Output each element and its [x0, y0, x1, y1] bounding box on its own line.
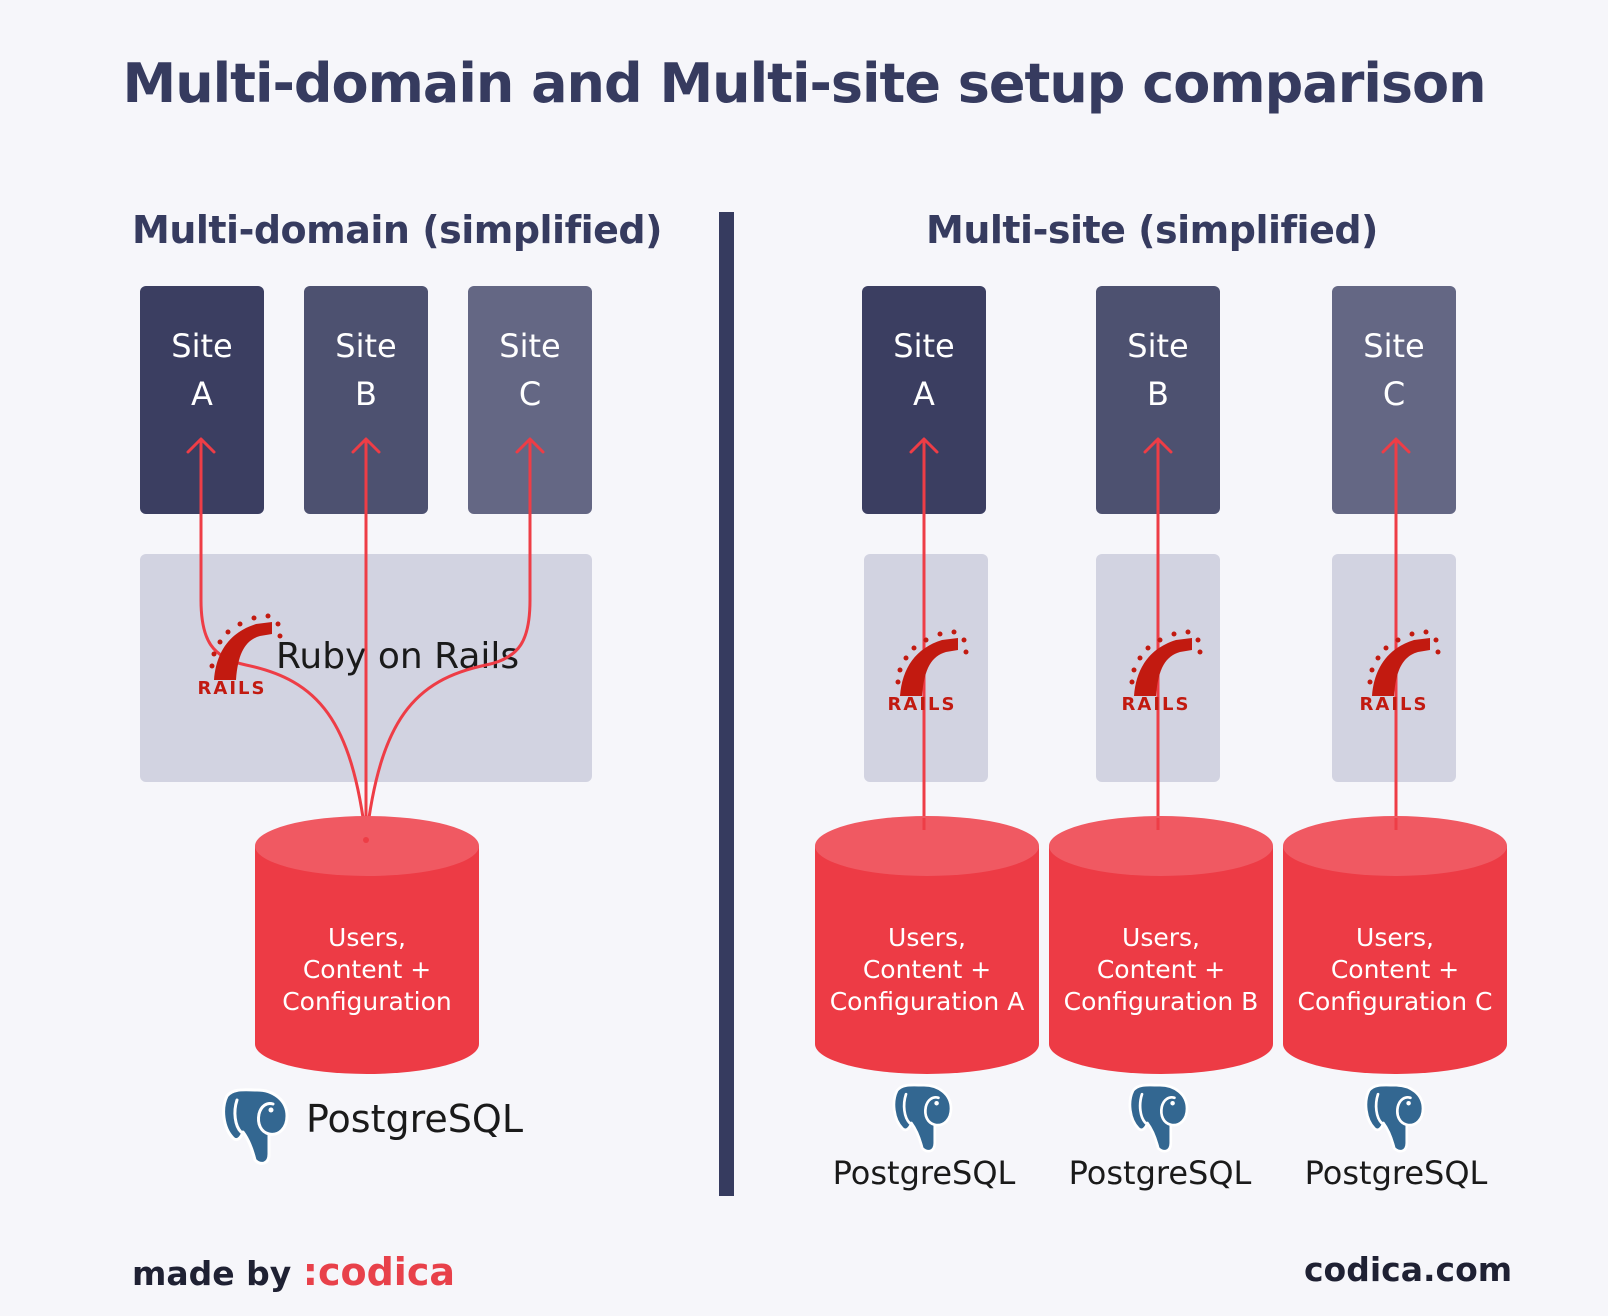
- made-by-text: made by: [132, 1254, 292, 1293]
- right-site-c: Site C: [1332, 286, 1456, 514]
- left-arrowhead-b: [351, 437, 381, 454]
- site-letter: A: [913, 375, 935, 413]
- db-line: Configuration A: [829, 987, 1025, 1016]
- rails-label: Ruby on Rails: [276, 636, 520, 677]
- db-line: Configuration B: [1063, 987, 1259, 1016]
- rails-logo-icon: [209, 613, 283, 680]
- db-line: Users,: [1122, 923, 1200, 952]
- right-database-c: [1283, 816, 1507, 1074]
- db-line: Users,: [328, 923, 406, 952]
- site-word: Site: [1127, 327, 1189, 365]
- section-divider: [719, 212, 734, 1196]
- db-line: Content +: [302, 955, 432, 984]
- multi-domain-heading: Multi-domain (simplified): [132, 208, 662, 252]
- page-title: Multi-domain and Multi-site setup compar…: [122, 52, 1486, 115]
- db-line: Users,: [888, 923, 966, 952]
- site-letter: B: [355, 375, 377, 413]
- left-database: [255, 816, 479, 1074]
- footer-made-by: made by :codica: [132, 1250, 455, 1294]
- left-arrowhead-a: [186, 437, 216, 454]
- left-arrow-c: [364, 438, 532, 842]
- db-line: Content +: [1330, 955, 1460, 984]
- postgres-logo-icon: [892, 1083, 953, 1153]
- right-database-b: [1049, 816, 1273, 1074]
- postgres-logo-icon: [1364, 1083, 1425, 1153]
- db-line: Content +: [1096, 955, 1226, 984]
- site-word: Site: [1363, 327, 1425, 365]
- postgres-logo-icon: [1128, 1083, 1189, 1153]
- site-word: Site: [893, 327, 955, 365]
- postgres-logo-icon: [222, 1088, 289, 1165]
- db-line: Content +: [862, 955, 992, 984]
- left-postgres-label: PostgreSQL: [306, 1097, 523, 1141]
- right-site-a: Site A: [862, 286, 986, 514]
- db-line: Configuration C: [1297, 987, 1493, 1016]
- site-letter: C: [518, 375, 542, 413]
- right-postgres-label-a: PostgreSQL: [832, 1154, 1016, 1192]
- rails-logo-text: RAILS: [1360, 694, 1429, 715]
- site-letter: C: [1382, 375, 1406, 413]
- left-db-text: Users, Content + Configuration: [255, 922, 479, 1018]
- codica-logo: :codica: [302, 1250, 456, 1294]
- right-arrowhead-c: [1381, 437, 1411, 454]
- left-arrowhead-c: [515, 437, 545, 454]
- site-letter: A: [191, 375, 213, 413]
- right-postgres-label-b: PostgreSQL: [1068, 1154, 1252, 1192]
- footer-site: codica.com: [1304, 1250, 1513, 1289]
- right-arrowhead-b: [1143, 437, 1173, 454]
- rails-logo-text: RAILS: [198, 678, 267, 699]
- db-line: Configuration: [282, 987, 452, 1016]
- site-word: Site: [335, 327, 397, 365]
- rails-logo-icon: [1367, 629, 1441, 696]
- left-site-c: Site C: [468, 286, 592, 514]
- right-arrowhead-a: [909, 437, 939, 454]
- rails-logo-text: RAILS: [1122, 694, 1191, 715]
- right-db-text-a: Users, Content + Configuration A: [815, 922, 1039, 1018]
- site-letter: B: [1147, 375, 1169, 413]
- rails-logo-text: RAILS: [888, 694, 957, 715]
- left-arrow-a: [199, 438, 368, 842]
- rails-logo-icon: [1129, 629, 1203, 696]
- multi-site-heading: Multi-site (simplified): [926, 208, 1378, 252]
- right-db-text-b: Users, Content + Configuration B: [1049, 922, 1273, 1018]
- right-db-text-c: Users, Content + Configuration C: [1283, 922, 1507, 1018]
- site-word: Site: [499, 327, 561, 365]
- right-postgres-label-c: PostgreSQL: [1304, 1154, 1488, 1192]
- db-line: Users,: [1356, 923, 1434, 952]
- site-word: Site: [171, 327, 233, 365]
- rails-logo-icon: [895, 629, 969, 696]
- right-database-a: [815, 816, 1039, 1074]
